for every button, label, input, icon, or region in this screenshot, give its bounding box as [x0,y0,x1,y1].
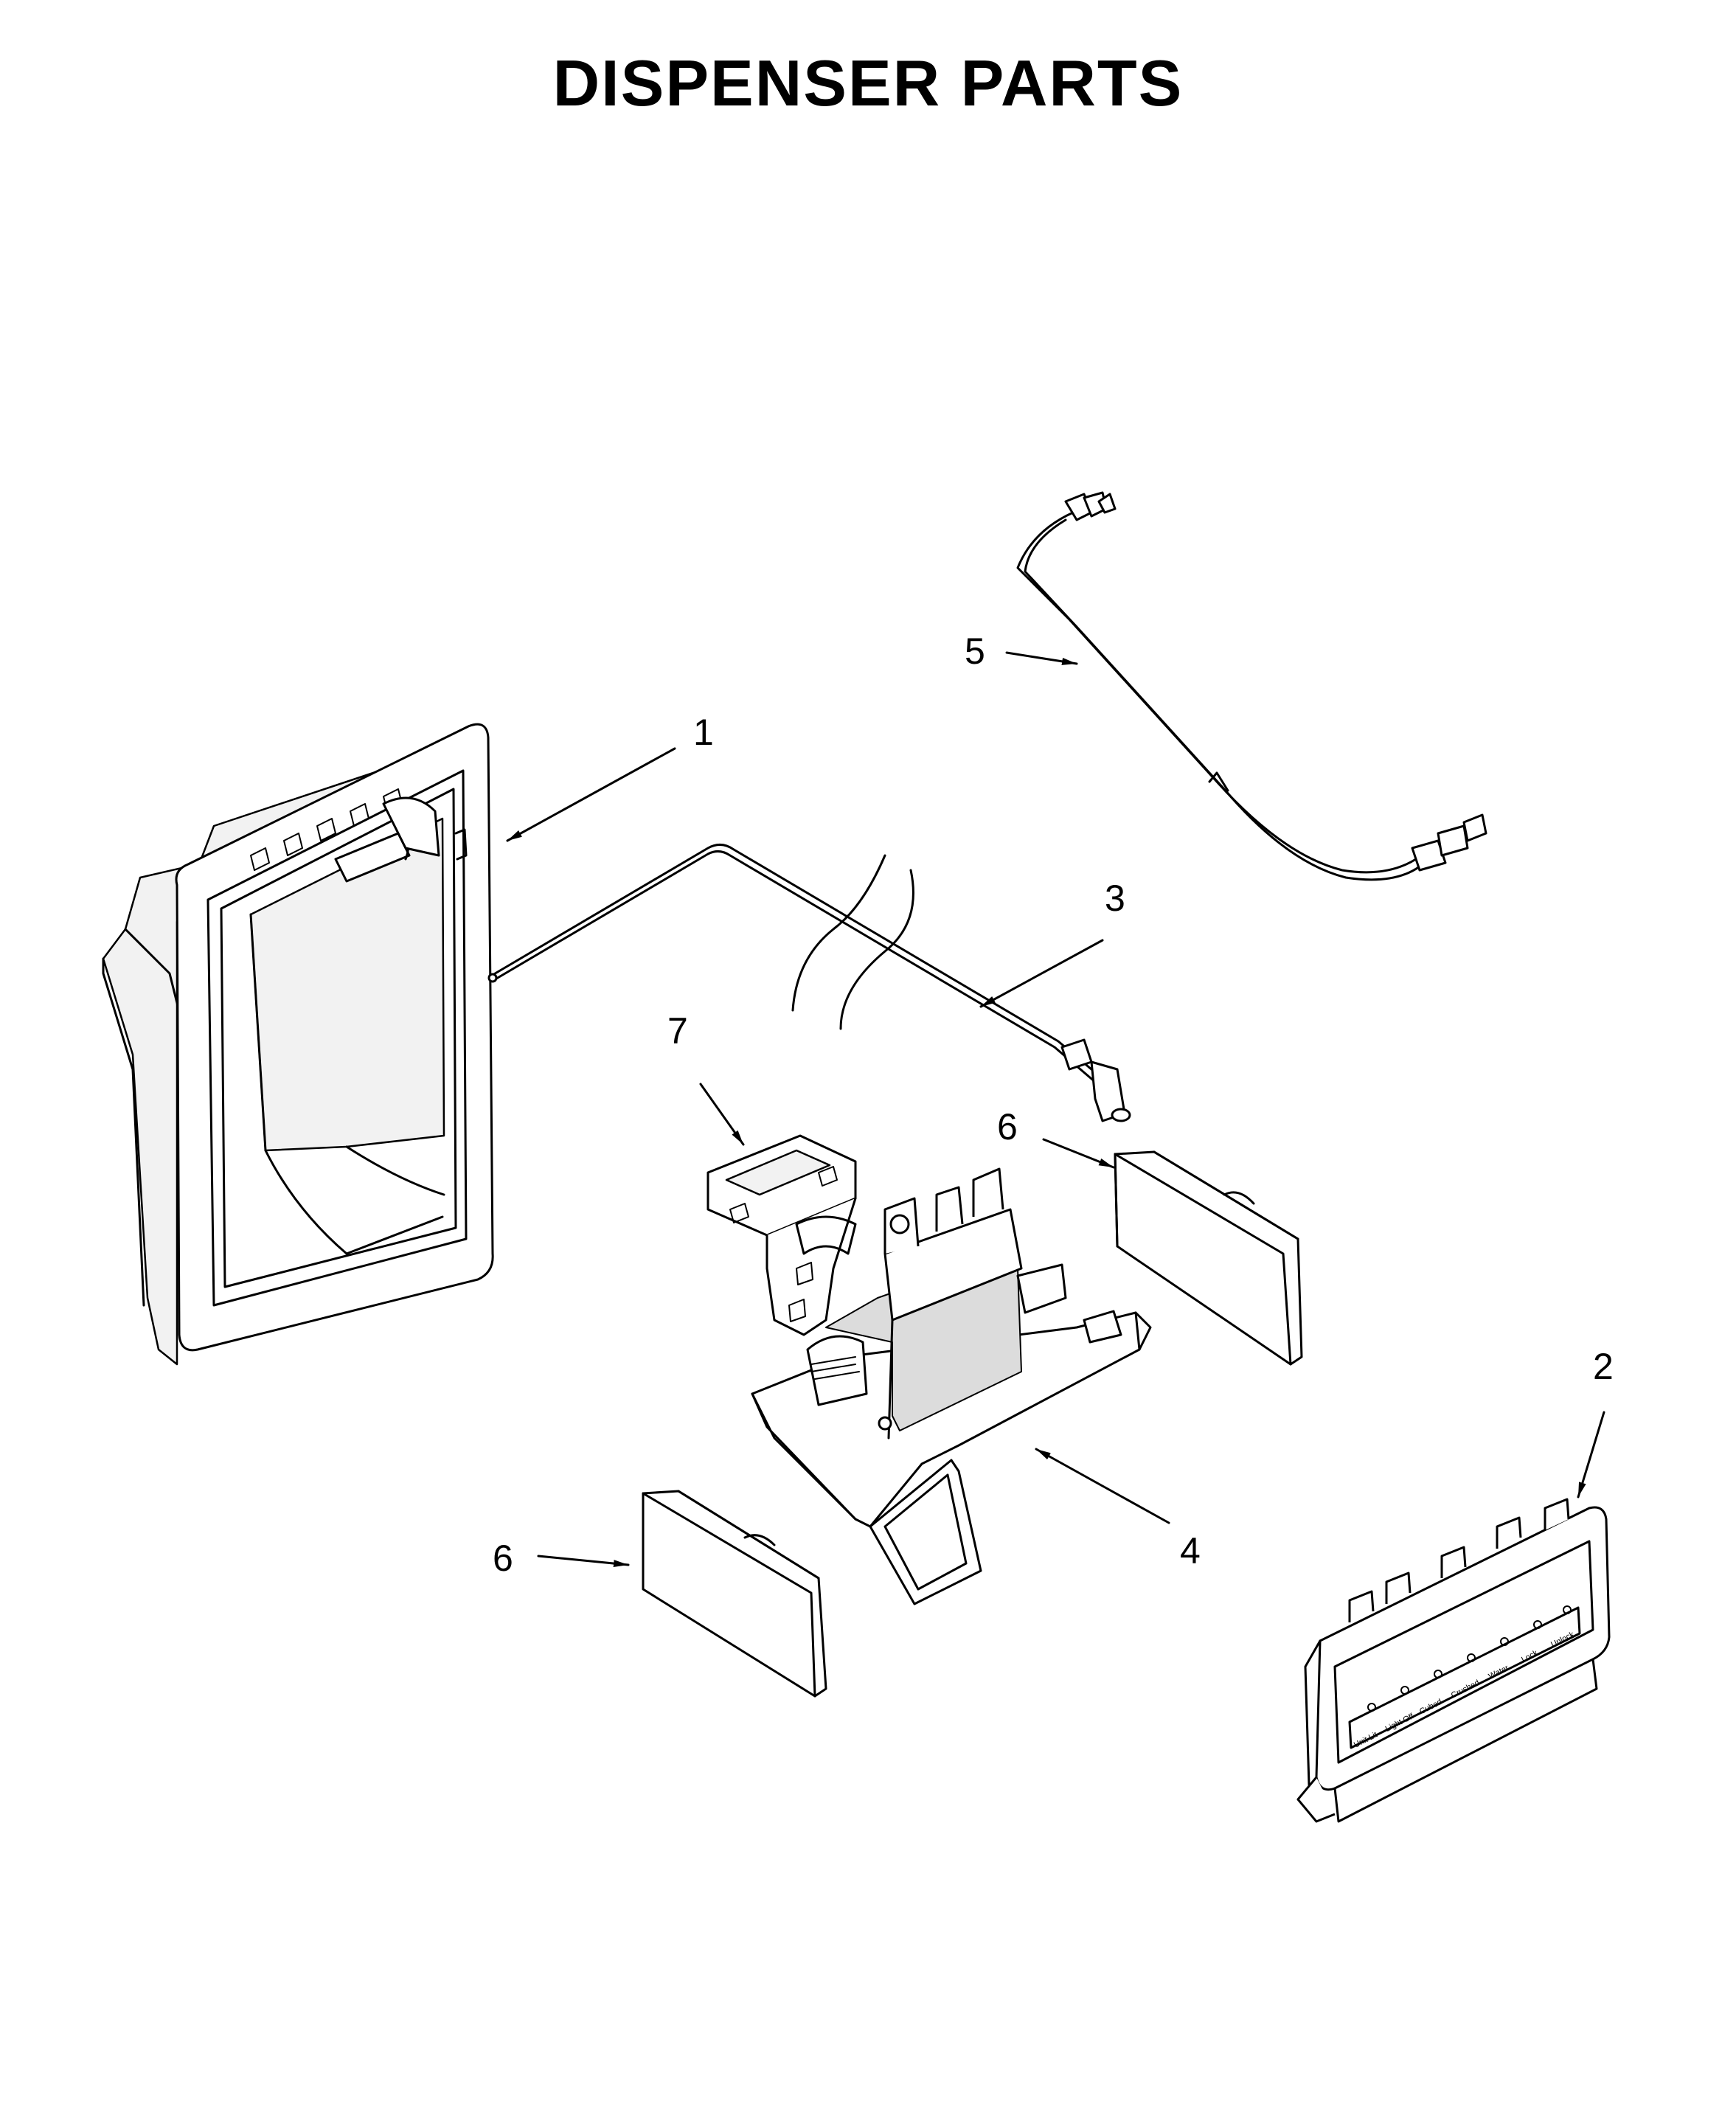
part-6-cover-right[interactable] [1114,1150,1303,1366]
part-5-wire-harness[interactable] [1016,491,1487,881]
leader-3 [979,939,1104,1008]
callout-leaders [506,651,1605,1568]
leader-1 [506,747,676,842]
callout-2[interactable]: 2 [1593,1346,1614,1387]
part-4-dispenser-module[interactable] [751,1167,1152,1605]
leader-6b [537,1555,630,1568]
diagram-title: DISPENSER PARTS [552,46,1184,119]
callout-1[interactable]: 1 [693,712,714,753]
leader-4 [1035,1448,1170,1524]
callout-numbers: 1 2 3 4 5 6 6 7 [493,631,1614,1579]
leader-5 [1005,651,1078,665]
leader-2 [1577,1411,1605,1499]
part-2-control-panel[interactable]: Unit Lit Light Off Cubed Crushed Water L… [1296,1498,1611,1823]
part-7-actuator[interactable] [706,1134,857,1336]
leader-7 [699,1083,745,1146]
part-3-water-tube[interactable] [487,844,1131,1122]
callout-3[interactable]: 3 [1105,878,1125,919]
part-1-dispenser-housing[interactable] [102,723,494,1366]
callout-5[interactable]: 5 [965,631,985,672]
leader-6a [1042,1138,1115,1169]
callout-7[interactable]: 7 [667,1010,688,1052]
callout-6-lower[interactable]: 6 [493,1538,513,1579]
callout-4[interactable]: 4 [1180,1530,1201,1572]
part-6-cover-left[interactable] [642,1490,827,1698]
callout-6-upper[interactable]: 6 [997,1106,1018,1147]
